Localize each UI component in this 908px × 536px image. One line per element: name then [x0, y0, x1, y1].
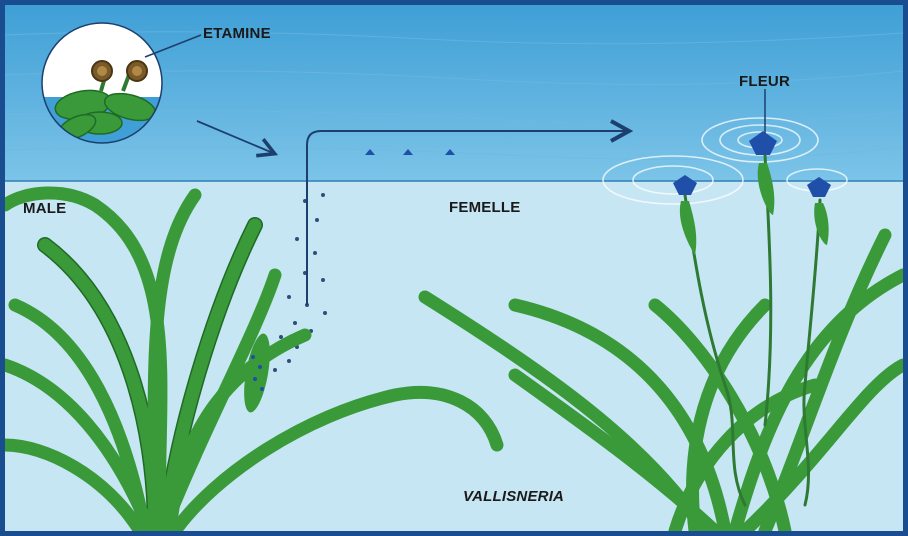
etamine-label: ETAMINE — [203, 25, 271, 42]
species-label: VALLISNERIA — [463, 488, 564, 505]
fleur-label: FLEUR — [739, 73, 790, 90]
femelle-label: FEMELLE — [449, 199, 520, 216]
male-label: MALE — [23, 200, 66, 217]
